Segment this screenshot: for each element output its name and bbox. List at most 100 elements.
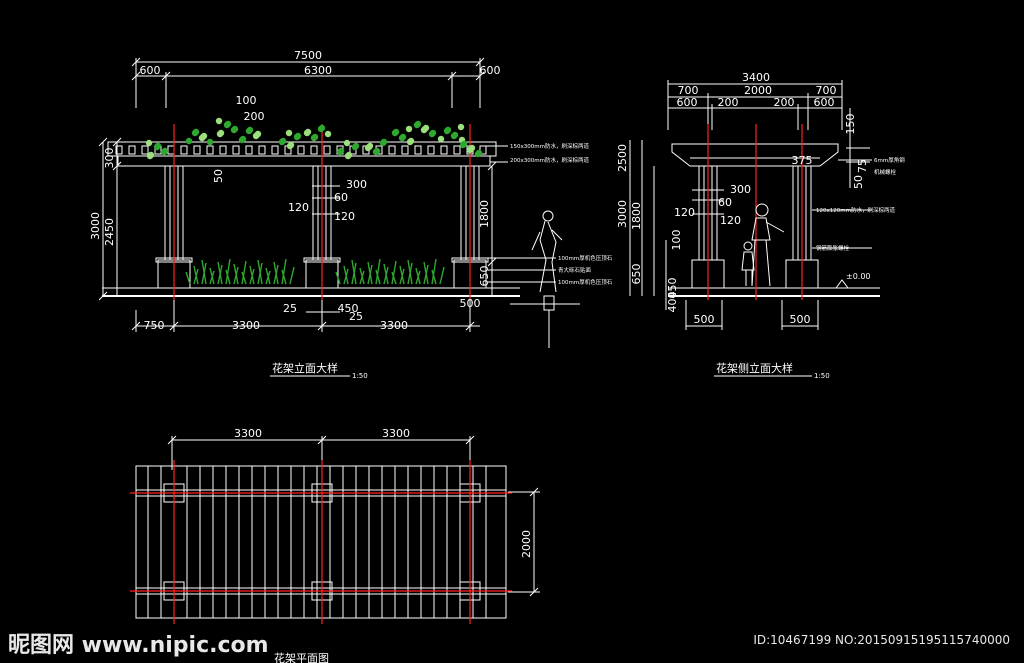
leaf <box>373 147 381 155</box>
front-dim-col-120b: 120 <box>334 210 355 223</box>
front-dim-500: 500 <box>460 297 481 310</box>
rafter-end <box>414 145 422 155</box>
side-dim-600a: 600 <box>677 96 698 109</box>
leaf <box>311 133 319 141</box>
front-notes: 150x300mm防水，刷深棕两道 200x300mm防水，刷深棕两道 100m… <box>510 142 613 286</box>
side-dim-col-120b: 120 <box>720 214 741 227</box>
grass-blade <box>193 265 199 285</box>
rafter-end <box>323 145 331 155</box>
leaf <box>324 130 332 138</box>
side-dim-col-60: 60 <box>718 196 732 209</box>
leaf <box>437 135 445 143</box>
watermark-id: ID:10467199 NO:20150915195115740000 <box>753 633 1010 647</box>
side-dim-2500: 2500 <box>616 144 629 172</box>
front-note-2: 200x300mm防水，刷深棕两道 <box>510 156 589 164</box>
rafter-end <box>128 145 136 155</box>
side-note-2: 机械螺栓 <box>874 168 897 176</box>
leaf <box>217 129 225 137</box>
grass-blade <box>265 267 271 285</box>
side-dim-400: 400 <box>666 292 679 313</box>
front-dim-1800: 1800 <box>478 200 491 228</box>
front-dim-bottom-3300a: 3300 <box>232 319 260 332</box>
leaf <box>318 124 326 132</box>
side-dim-50: 50 <box>852 175 865 189</box>
front-dim-bottom-25b: 25 <box>349 310 363 323</box>
grass-blade <box>431 269 437 285</box>
side-dim-600b: 600 <box>814 96 835 109</box>
leaf <box>147 151 155 159</box>
grass-blade <box>233 263 239 285</box>
rafter-end <box>232 145 240 155</box>
leaf <box>399 133 407 141</box>
leaf <box>304 128 312 136</box>
leaf <box>239 135 247 143</box>
plan-title: 花架平面图 <box>274 652 329 663</box>
person-figure-front <box>531 210 563 293</box>
grass-blade <box>391 260 397 285</box>
leaf <box>215 117 223 125</box>
ground-shrubs <box>185 258 445 285</box>
front-dim-rafter-gap: 100 <box>236 94 257 107</box>
person-figures-side <box>741 203 785 287</box>
rafter-end <box>258 145 266 155</box>
plan-dim-3300a: 3300 <box>234 427 262 440</box>
front-dim-rafter-width: 200 <box>244 110 265 123</box>
grass-blade <box>423 261 429 285</box>
grass-blade <box>225 258 231 285</box>
grass-blade <box>407 259 413 285</box>
grass-blade <box>367 261 373 285</box>
leaf <box>352 142 360 150</box>
side-note-1: 6mm厚角钢 <box>874 156 905 164</box>
leaf <box>161 147 169 155</box>
front-dim-col-60: 60 <box>334 191 348 204</box>
side-note-3: 120x120mm防水，刷深棕两道 <box>816 206 895 214</box>
watermark-site: 昵图网 www.nipic.com <box>8 633 269 658</box>
leaf <box>285 129 293 137</box>
side-dim-450: 450 <box>666 278 679 299</box>
leaf <box>345 151 353 159</box>
grass-blade <box>201 259 207 285</box>
rafter-end <box>271 145 279 155</box>
rafter-end <box>440 145 448 155</box>
side-dim-200b: 200 <box>774 96 795 109</box>
side-dim-200a: 200 <box>718 96 739 109</box>
front-dim-beam-gap: 50 <box>212 169 225 183</box>
side-notes: 6mm厚角钢 机械螺栓 120x120mm防水，刷深棕两道 钢筋膨胀螺栓 ±0.… <box>816 156 905 281</box>
rafter-end <box>141 145 149 155</box>
side-dim-bottom-500b: 500 <box>790 313 811 326</box>
grass-blade <box>359 267 365 285</box>
front-dim-bottom-25a: 25 <box>283 302 297 315</box>
grass-blade <box>351 259 357 285</box>
plan-dimension-text: 3300 3300 2000 <box>234 427 533 558</box>
leaf <box>451 131 459 139</box>
front-dim-bottom-3300b: 3300 <box>380 319 408 332</box>
grass-blade <box>439 266 445 285</box>
side-dim-total: 3400 <box>742 71 770 84</box>
leaf <box>444 126 452 134</box>
leaf <box>429 129 437 137</box>
leaf <box>392 128 400 136</box>
front-dim-right-overhang: 600 <box>480 64 501 77</box>
side-dimension-text: 3400 700 2000 700 600 200 200 600 150 37… <box>616 71 869 326</box>
grass-blade <box>241 271 247 285</box>
plan-view <box>135 435 540 619</box>
front-dim-650: 650 <box>478 266 491 287</box>
leaf <box>343 139 351 147</box>
plan-centerlines <box>130 460 512 624</box>
front-title: 花架立面大样 <box>272 361 338 375</box>
grass-blade <box>273 261 279 285</box>
side-title: 花架侧立面大样 <box>716 361 793 375</box>
grass-blade <box>383 263 389 285</box>
rafter-end <box>297 145 305 155</box>
side-dim-375: 375 <box>792 154 813 167</box>
side-scale: 1:50 <box>814 372 830 380</box>
front-dim-height-total: 3000 <box>89 212 102 240</box>
grass-blade <box>217 261 223 285</box>
rafter-end <box>245 145 253 155</box>
rafter-end <box>427 145 435 155</box>
leaf <box>405 125 413 133</box>
plan-dim-2000: 2000 <box>520 530 533 558</box>
leaf <box>457 123 465 131</box>
